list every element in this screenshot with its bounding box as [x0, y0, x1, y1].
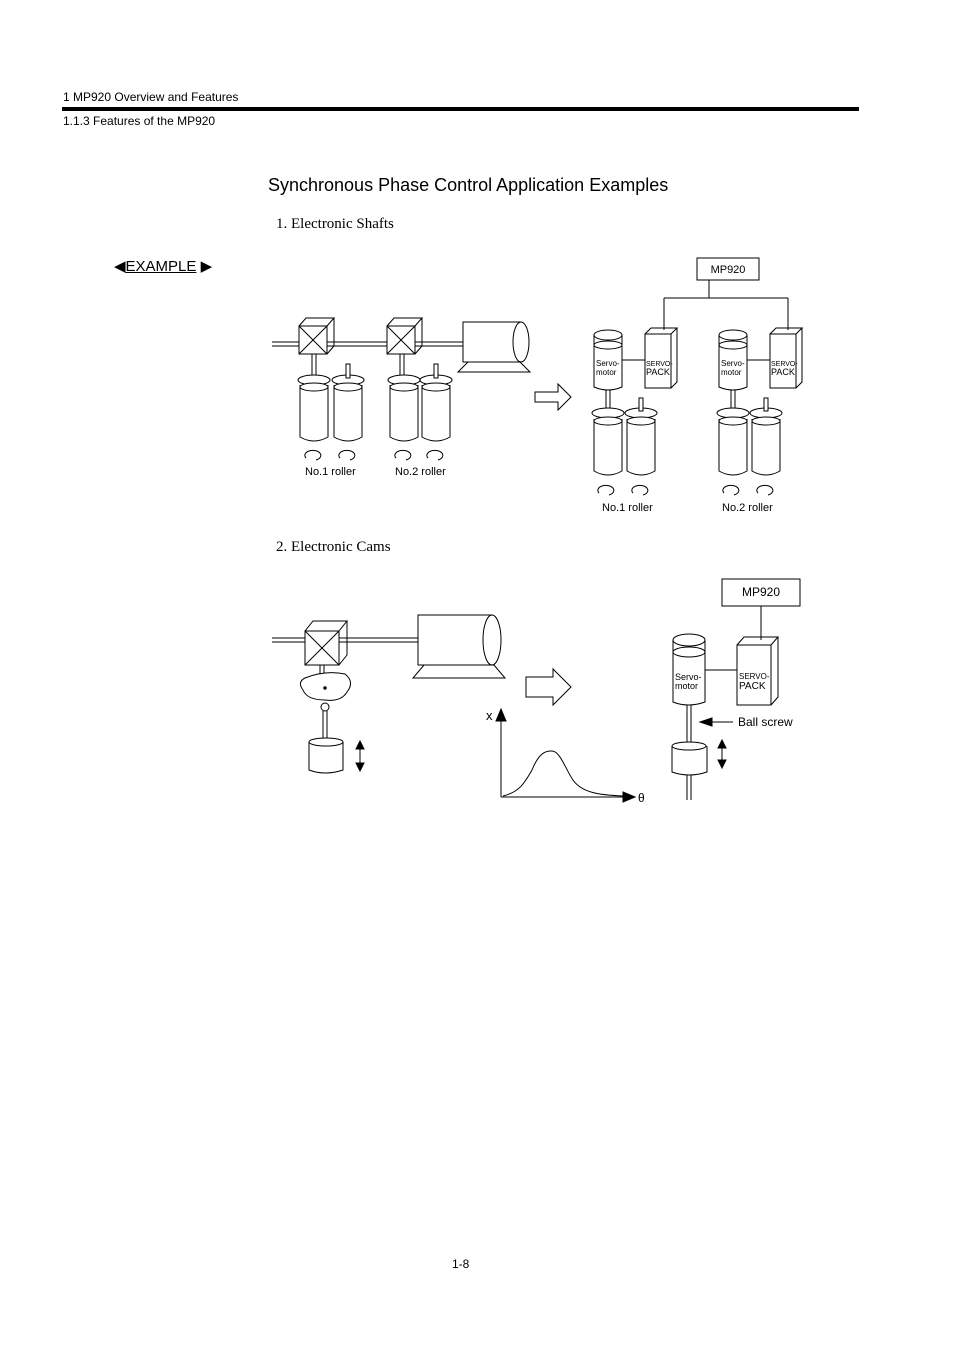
drive-motor	[456, 321, 532, 373]
cam-servopack-label-1: SERVO-	[739, 672, 770, 681]
electronic-cams-diagram	[272, 578, 801, 803]
servomotor-label-right-2: motor	[721, 368, 742, 377]
servo-unit-right	[718, 327, 804, 410]
servopack-label-right-2: PACK	[771, 367, 795, 377]
cam-gearbox	[304, 620, 349, 666]
roller-pair-1	[297, 363, 365, 442]
gearbox-1	[298, 317, 336, 355]
page-number: 1-8	[452, 1257, 470, 1271]
roller2-label-before: No.2 roller	[395, 466, 446, 478]
cam-servopack-label-2: PACK	[739, 681, 766, 692]
cam-servomotor-label-1: Servo-	[675, 672, 702, 682]
servomotor-label-right-1: Servo-	[721, 359, 745, 368]
gearbox-2	[386, 317, 424, 355]
left-triangle-icon: ◀	[114, 258, 126, 275]
cam-servomotor-label-2: motor	[675, 681, 698, 691]
section-heading-cams: 2. Electronic Cams	[276, 539, 391, 555]
chapter-header: 1 MP920 Overview and Features	[63, 90, 239, 104]
section-header: 1.1.3 Features of the MP920	[63, 114, 216, 128]
mp920-label-2: MP920	[742, 585, 780, 599]
servopack-label-left-1: SERVO-	[646, 361, 673, 368]
servopack-label-right-1: SERVO-	[771, 361, 798, 368]
roller1-label-before: No.1 roller	[305, 466, 356, 478]
page-title: Synchronous Phase Control Application Ex…	[268, 175, 669, 195]
cam-profile-curve	[502, 750, 624, 797]
mp920-label-1: MP920	[711, 264, 746, 276]
axis-x-label: x	[486, 708, 493, 723]
right-triangle-icon: ▶	[200, 258, 213, 275]
axis-theta-label: θ	[638, 791, 645, 805]
ball-screw-label: Ball screw	[738, 715, 793, 729]
roller1-label-after: No.1 roller	[602, 502, 653, 514]
servomotor-label-left-1: Servo-	[596, 359, 620, 368]
servo-roller-pair-1	[591, 397, 658, 476]
roller-pair-2	[387, 363, 453, 442]
servo-unit-left	[593, 327, 679, 410]
roller2-label-after: No.2 roller	[722, 502, 773, 514]
example-label: EXAMPLE	[125, 258, 197, 275]
example-marker: ◀EXAMPLE ▶	[114, 257, 212, 275]
header-rule	[62, 107, 859, 111]
section-heading-shafts: 1. Electronic Shafts	[276, 216, 394, 232]
cam-drive-motor	[411, 614, 507, 679]
servomotor-label-left-2: motor	[596, 368, 617, 377]
servopack-label-left-2: PACK	[646, 367, 670, 377]
cam-servo-unit	[672, 633, 780, 706]
servo-roller-pair-2	[716, 397, 783, 476]
